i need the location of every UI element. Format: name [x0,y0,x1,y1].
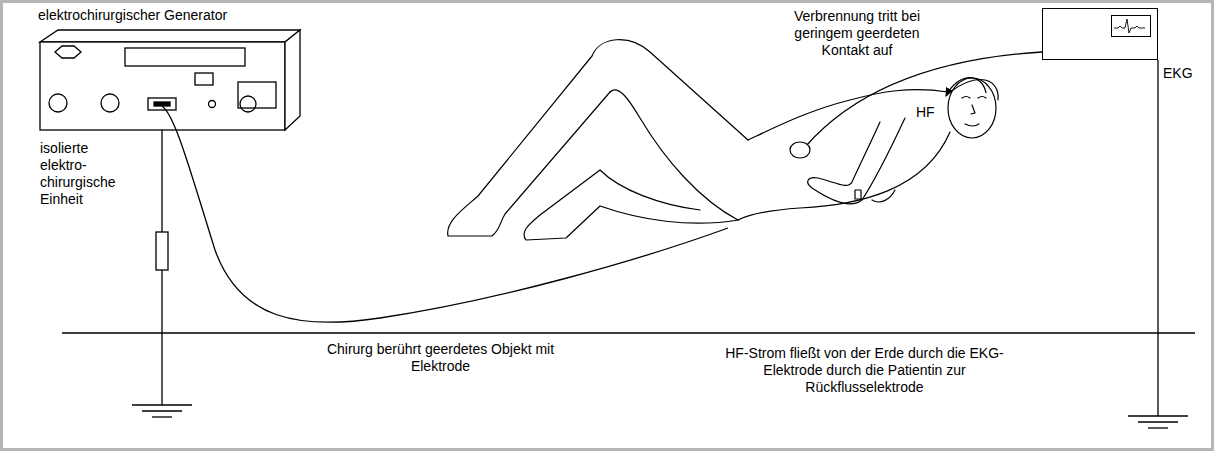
ground-line [62,332,1195,333]
annotation: isolierte elektro- chirurgische Einheit [40,140,135,208]
generator-node: elektrochirurgischer Generator [38,7,227,24]
isolation-resistor [156,130,168,405]
current-arrow [946,78,986,96]
annotation: Verbrennung tritt bei geringem geerdeten… [772,8,942,59]
generator-unit [40,30,300,130]
current-label: HF [916,104,942,121]
ground-symbol [1128,416,1188,428]
annotation-text: Chirurg berührt geerdetes Objekt mit Ele… [327,341,554,374]
annotation-text: Verbrennung tritt bei geringem geerdeten… [794,8,920,58]
annotation: HF-Strom fließt von der Erde durch die E… [712,345,1017,396]
patient-figure [448,40,998,240]
ekg-lead [806,52,1042,146]
annotation-text: HF [916,104,935,120]
device-label: elektrochirurgischer Generator [38,7,227,24]
ground-symbol [132,405,192,417]
active-cable [162,106,728,322]
ekg-monitor: EKG [1042,8,1158,60]
device-label: EKG [1163,65,1193,82]
annotation-text: isolierte elektro- chirurgische Einheit [40,140,115,207]
annotation-text: HF-Strom fließt von der Erde durch die E… [725,345,1004,395]
annotation: Chirurg berührt geerdetes Objekt mit Ele… [318,341,563,375]
ekg-screen [1111,15,1151,37]
ekg-ground-lead [1157,60,1158,416]
